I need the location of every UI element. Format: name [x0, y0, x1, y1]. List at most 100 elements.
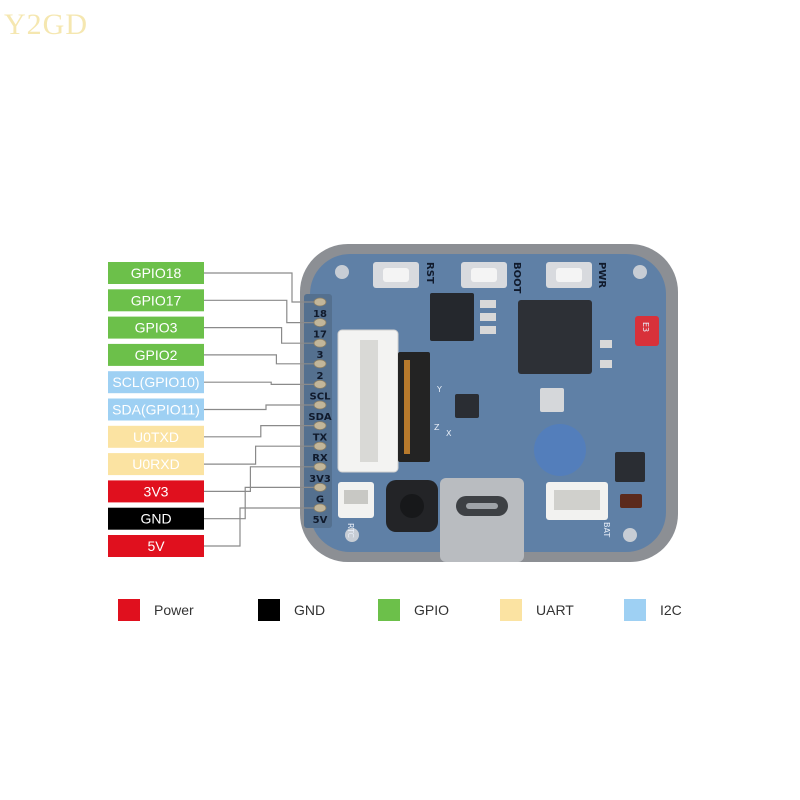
- mount-hole: [345, 528, 359, 542]
- legend-swatch: [500, 599, 522, 621]
- button-rst: [373, 262, 419, 288]
- header-pin: [313, 379, 327, 389]
- legend-label: I2C: [660, 602, 682, 618]
- header-pin-label: 17: [313, 330, 327, 341]
- header-pin: [313, 421, 327, 431]
- main-chip: [518, 300, 592, 374]
- pin-leader-line: [204, 272, 314, 303]
- pin-label: SCL(GPIO10): [112, 374, 199, 390]
- legend-label: GND: [294, 602, 326, 618]
- pin-label: 5V: [147, 538, 165, 554]
- fpc-contacts: [404, 360, 410, 454]
- pin-label-box: [108, 535, 204, 557]
- header-pin: [313, 338, 327, 348]
- pin-label: GPIO18: [131, 265, 182, 281]
- pin-label: GPIO17: [131, 292, 182, 308]
- legend-item-i2c: I2C: [624, 598, 682, 622]
- header-pin: [313, 503, 327, 513]
- pin-leader-line: [204, 354, 314, 365]
- pins-layer: GPIO1818GPIO1717GPIO33GPIO22SCL(GPIO10)S…: [108, 262, 332, 557]
- pads: [480, 326, 496, 334]
- silk-axis-y: Y: [436, 385, 442, 394]
- silk-axis-z: Z: [434, 423, 440, 432]
- imu-chip: [455, 394, 479, 418]
- pin-label-box: [108, 507, 204, 530]
- header-pin: [313, 297, 327, 307]
- legend-swatch: [118, 599, 140, 621]
- header-pin-label: G: [316, 494, 324, 505]
- regulator-chip: [615, 452, 645, 482]
- header-pin: [313, 318, 327, 328]
- pin-leader-line: [204, 381, 314, 385]
- silk-axis-x: X: [446, 429, 452, 438]
- header-pin-label: TX: [313, 433, 328, 444]
- legend-label: GPIO: [414, 602, 450, 618]
- button-label-pwr: PWR: [596, 262, 607, 288]
- pin-label: U0RXD: [132, 456, 179, 472]
- mount-hole: [335, 265, 349, 279]
- pin-label-box: [108, 398, 204, 421]
- pads: [480, 300, 496, 308]
- pin-leader-line: [204, 466, 314, 492]
- pin-label: U0TXD: [133, 429, 179, 445]
- watermark: Y2GD: [4, 8, 88, 41]
- pin-label-box: [108, 316, 204, 339]
- header-pin-label: 5V: [313, 515, 328, 526]
- legend-label: Power: [154, 602, 194, 618]
- pin-leader-line: [204, 425, 314, 438]
- legend-label: UART: [536, 602, 574, 618]
- pin-label-box: [108, 343, 204, 366]
- header-pin: [313, 359, 327, 369]
- pin-label-box: [108, 453, 204, 476]
- fpc-flex: [398, 352, 430, 462]
- legend-item-gpio: GPIO: [378, 598, 449, 622]
- mount-hole: [633, 265, 647, 279]
- rtc-socket: [344, 490, 368, 504]
- small-chip: [540, 388, 564, 412]
- header-pin-label: 3: [317, 350, 324, 361]
- pin-label: GPIO2: [135, 347, 178, 363]
- pin-label: GND: [140, 511, 171, 527]
- silk-rtc: RTC: [346, 523, 355, 538]
- pin-label-box: [108, 289, 204, 312]
- header-pin-label: SDA: [308, 412, 332, 423]
- pin-leader-line: [204, 507, 314, 547]
- capacitor: [620, 494, 642, 508]
- legend-item-power: Power: [118, 598, 194, 622]
- header-pin-label: 3V3: [309, 474, 331, 485]
- pin-label: GPIO3: [135, 320, 178, 336]
- pads: [600, 360, 612, 368]
- pin-label-box: [108, 371, 204, 394]
- usb-c-tongue: [466, 503, 498, 509]
- speaker-hole: [400, 494, 424, 518]
- fpc-slot: [360, 340, 378, 462]
- header-pin: [313, 400, 327, 410]
- legend-swatch: [378, 599, 400, 621]
- mount-hole: [623, 528, 637, 542]
- legend-swatch: [624, 599, 646, 621]
- header-pin-label: RX: [312, 453, 328, 464]
- pin-label-box: [108, 480, 204, 503]
- pin-label-box: [108, 262, 204, 284]
- header-pin: [313, 462, 327, 472]
- legend: Power GND GPIO UART I2C: [118, 598, 718, 622]
- silk-bat: BAT: [602, 522, 611, 537]
- button-label-rst: RST: [424, 262, 435, 284]
- legend-swatch: [258, 599, 280, 621]
- pads: [480, 313, 496, 321]
- power-chip: [430, 293, 474, 341]
- legend-item-gnd: GND: [258, 598, 325, 622]
- usb-c-port: [440, 478, 524, 562]
- pin-leader-line: [204, 327, 314, 344]
- led-glow: [534, 424, 586, 476]
- button-label-boot: BOOT: [511, 262, 522, 294]
- header-pin: [313, 482, 327, 492]
- legend-item-uart: UART: [500, 598, 574, 622]
- button-boot: [461, 262, 507, 288]
- header-pin-label: 2: [317, 371, 324, 382]
- header-pin: [313, 441, 327, 451]
- pin-leader-line: [204, 404, 314, 411]
- pin-leader-line: [204, 445, 314, 465]
- e3-marker: [635, 316, 659, 346]
